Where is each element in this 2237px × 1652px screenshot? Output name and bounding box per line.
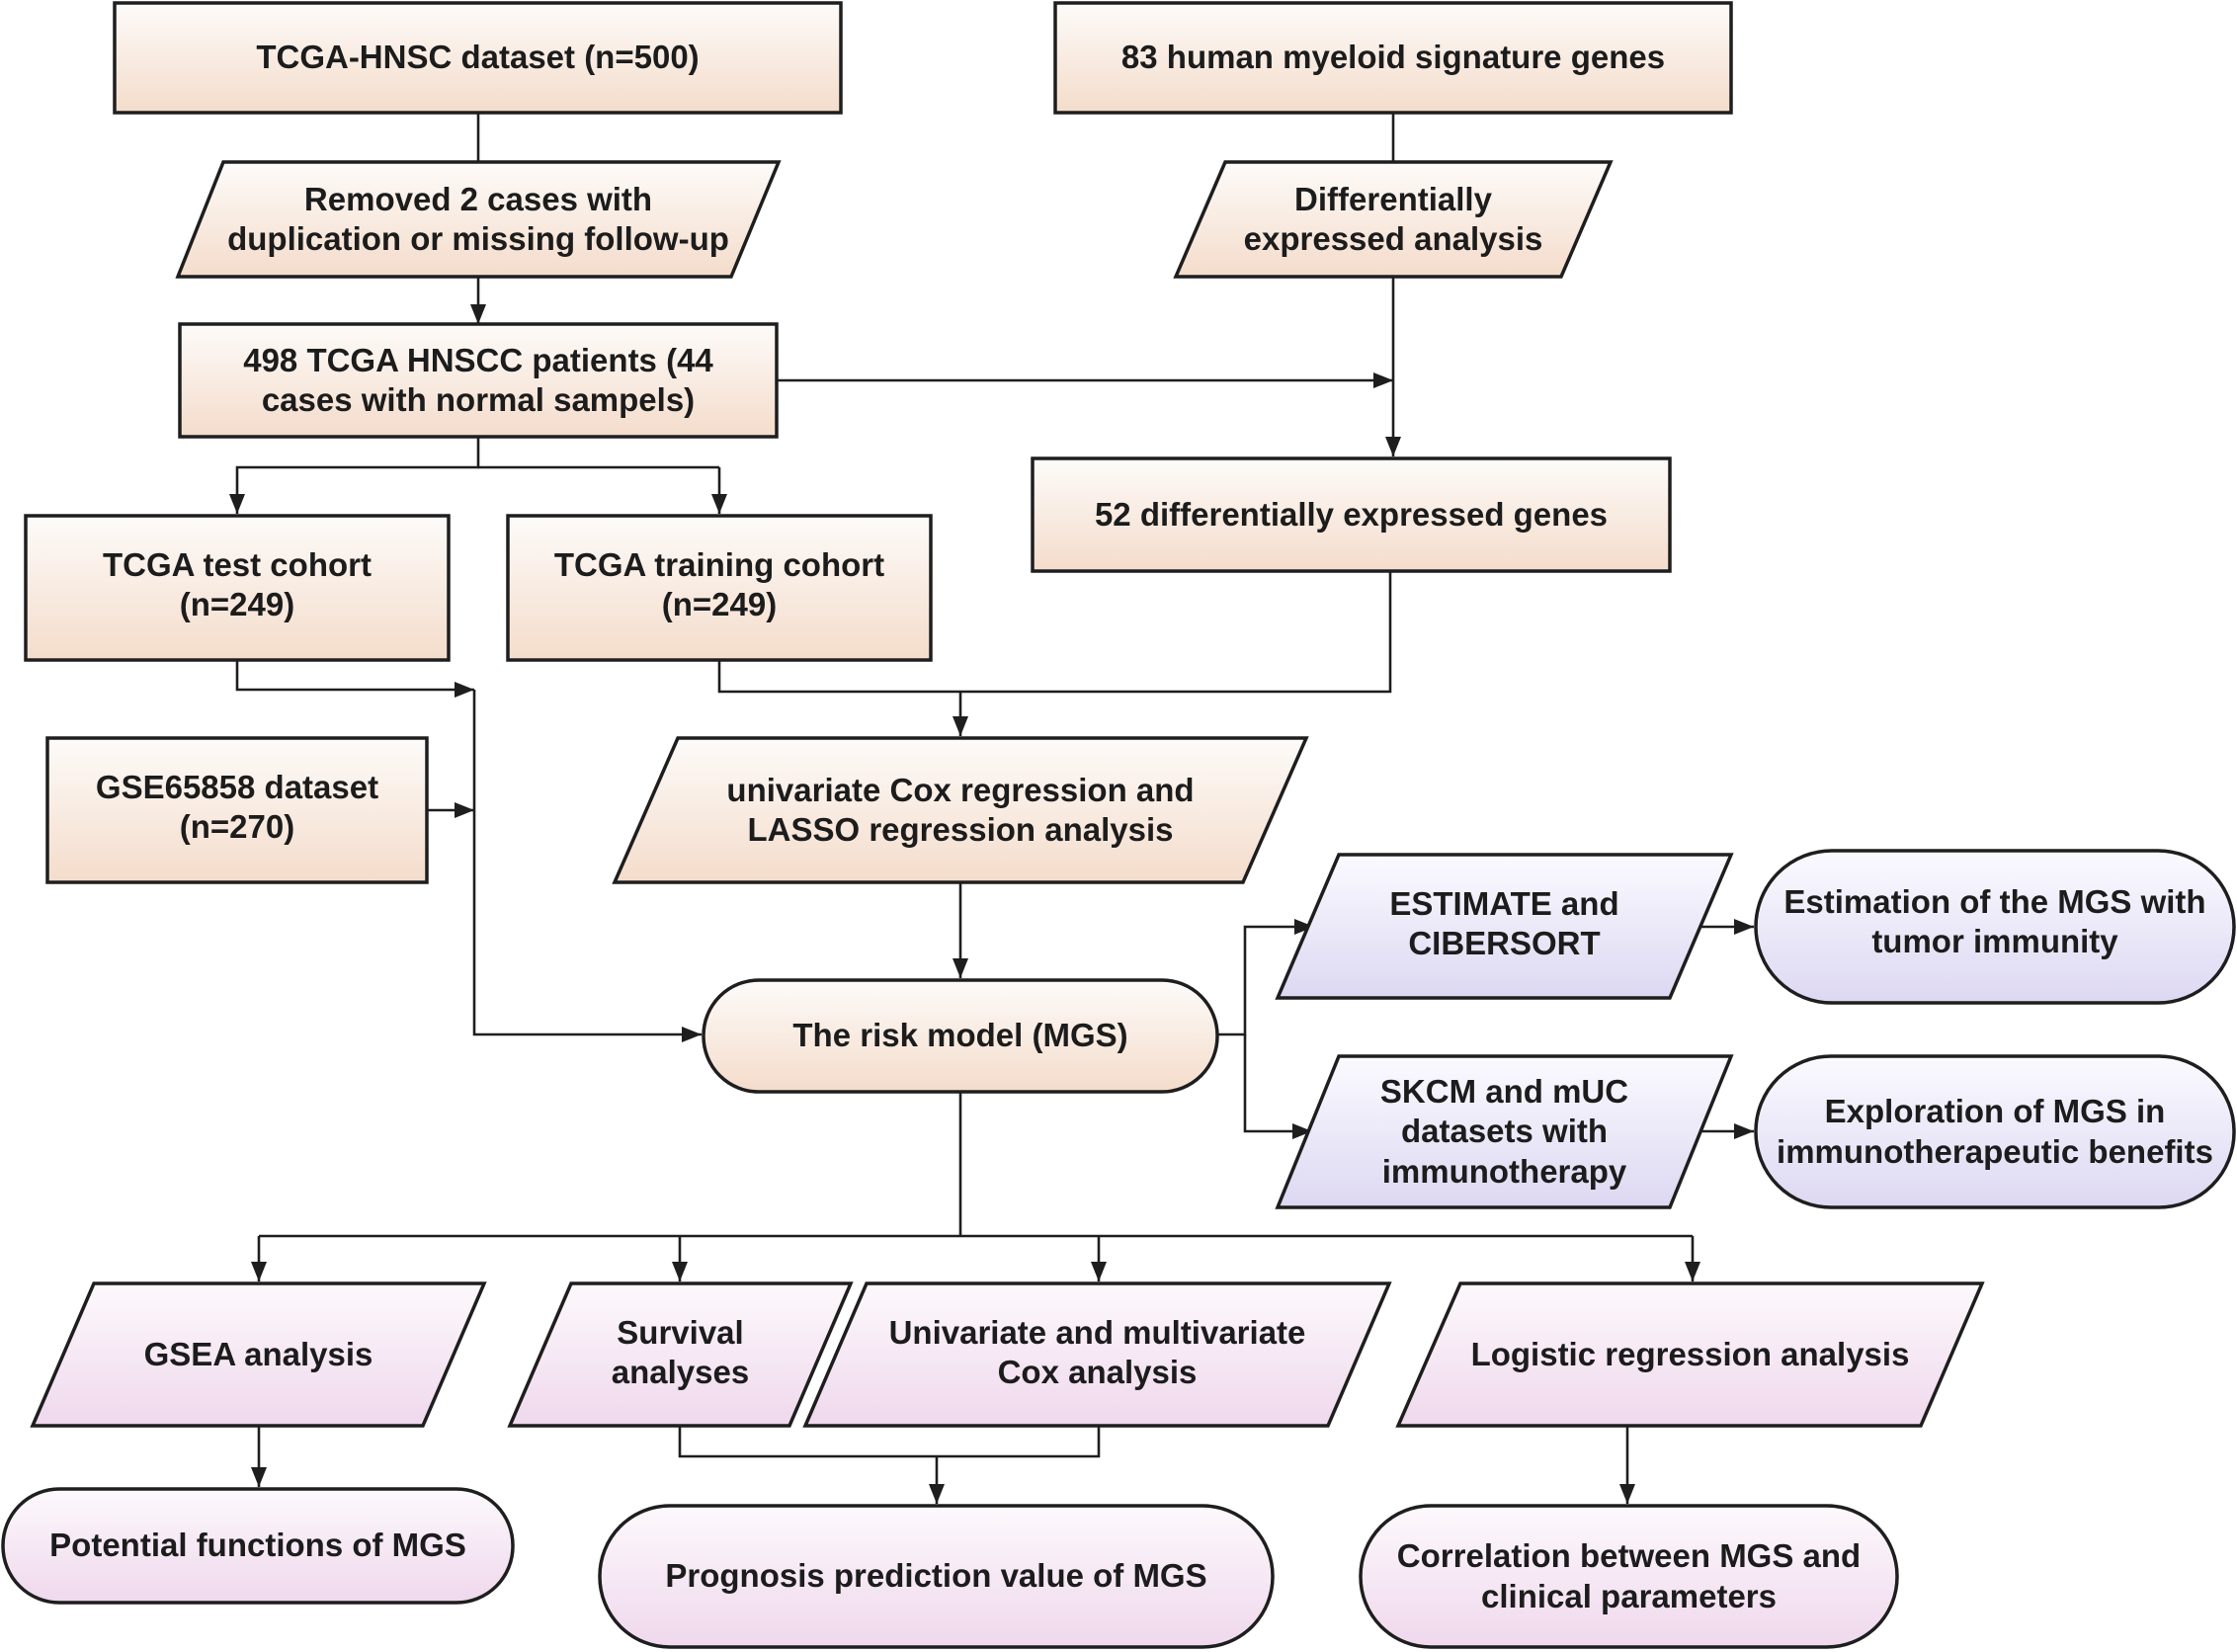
node-correlation-shape	[1359, 1504, 1899, 1649]
connector-merge-to-risk	[472, 690, 702, 1042]
node-cox-shape	[612, 736, 1309, 884]
connector-risk-to-skcm	[1243, 1034, 1312, 1139]
connector-test-to-merge	[235, 660, 474, 698]
node-deg-box	[1031, 456, 1672, 573]
node-gsea-shape	[30, 1281, 487, 1428]
node-estimate-shape	[1275, 853, 1734, 1000]
connector-training-to-cox	[717, 572, 1392, 694]
node-survival-shape	[507, 1281, 854, 1428]
node-prognosis-shape	[598, 1504, 1275, 1649]
node-myeloid-box	[1053, 1, 1733, 115]
node-tcga-hnsc-box	[113, 1, 843, 115]
node-immunity-shape	[1754, 849, 2236, 1005]
node-risk-shape	[702, 978, 1219, 1094]
node-training-box	[506, 514, 933, 662]
node-diff-shape	[1173, 160, 1614, 279]
node-gse-box	[45, 736, 429, 884]
node-removed-shape	[175, 160, 782, 279]
connectors	[229, 113, 1754, 1504]
node-unimulti-shape	[802, 1281, 1392, 1428]
node-benefits-shape	[1754, 1054, 2236, 1209]
node-logistic-shape	[1395, 1281, 1985, 1428]
node-test-box	[24, 514, 451, 662]
node-skcm-shape	[1275, 1054, 1734, 1209]
node-patients-box	[178, 322, 779, 439]
connector-survival-join	[678, 1426, 1101, 1458]
node-functions-shape	[1, 1487, 515, 1605]
connector-patients-split	[229, 437, 480, 514]
connector-risk-branch	[1217, 919, 1314, 1036]
